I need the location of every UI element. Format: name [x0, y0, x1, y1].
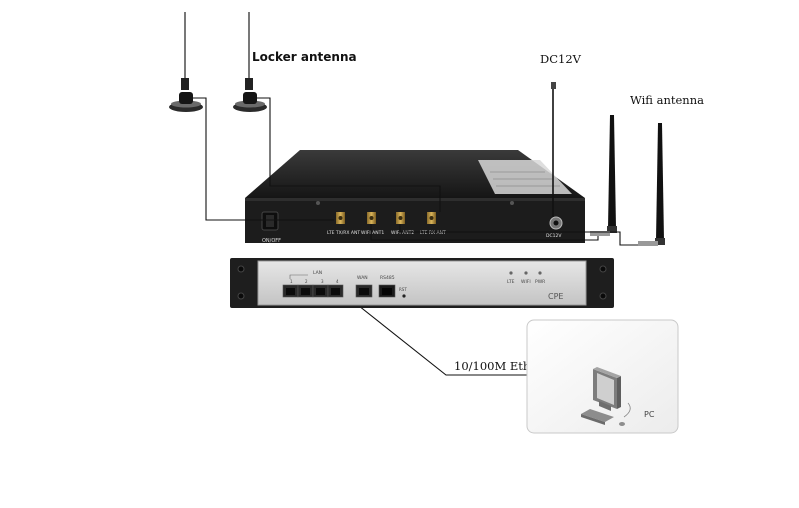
lan-port-number-1: 1 — [290, 279, 293, 284]
lan-port-number-4: 4 — [336, 279, 339, 284]
lan-port-number-3: 3 — [321, 279, 324, 284]
locker-antenna-left — [169, 12, 203, 112]
lan-port-4[interactable] — [327, 284, 344, 298]
lan-port-number-2: 2 — [305, 279, 308, 284]
led-pwr-label: PWR — [535, 279, 545, 285]
wifi-antenna-label: Wifi antenna — [630, 93, 704, 107]
locker-antenna-right — [233, 12, 267, 112]
lan-port-3[interactable] — [312, 284, 329, 298]
brand-label: CPE — [548, 292, 563, 301]
dc-power-jack — [549, 216, 563, 230]
cable-locker-right — [257, 97, 441, 212]
port-label-lte-rx: LTE RX ANT — [420, 230, 446, 236]
rs485-label: RS485 — [380, 275, 395, 281]
rs485-port[interactable] — [378, 284, 396, 298]
cable-wifi-ant1 — [370, 224, 599, 241]
antenna-cables — [193, 83, 638, 376]
led-lte-label: LTE — [507, 279, 515, 285]
cable-ethernet — [353, 301, 558, 376]
lan-group-label: LAN — [313, 270, 322, 276]
wifi-antenna-left — [590, 115, 617, 236]
router-rear-unit — [245, 150, 585, 243]
lan-port-2[interactable] — [297, 284, 314, 298]
pc-icon — [581, 367, 631, 426]
power-switch-label: ON/OFF — [262, 238, 281, 244]
wan-label: WAN — [357, 275, 368, 281]
led-wifi-indicator — [524, 271, 528, 275]
wan-port[interactable] — [355, 284, 373, 298]
locker-antenna-label: Locker antenna — [252, 50, 357, 64]
dc-port-label: DC12V — [546, 233, 562, 239]
led-pwr-indicator — [538, 271, 542, 275]
sma-port-wifi-ant1 — [367, 212, 376, 224]
reset-label: RST — [399, 287, 407, 292]
wifi-antenna-right — [638, 123, 665, 246]
port-label-wifi-ant1: WIFI ANT1 — [361, 230, 384, 236]
dc12v-label: DC12V — [540, 52, 581, 66]
led-wifi-label: WIFI — [521, 279, 531, 285]
sma-port-lte-txrx — [336, 212, 345, 224]
cable-locker-left — [193, 97, 334, 221]
lan-port-1[interactable] — [282, 284, 299, 298]
port-label-lte-txrx: LTE TX/RX ANT — [327, 230, 360, 236]
sma-port-lte-rx — [427, 212, 436, 224]
dc-plug — [551, 82, 556, 89]
cable-wifi-ant2 — [399, 224, 638, 246]
reset-pinhole[interactable] — [402, 294, 406, 298]
led-lte-indicator — [509, 271, 513, 275]
sma-port-wifi-ant2 — [396, 212, 405, 224]
port-label-wifi-ant2: WIFI ANT2 — [391, 230, 414, 236]
pc-label: PC — [644, 410, 655, 419]
